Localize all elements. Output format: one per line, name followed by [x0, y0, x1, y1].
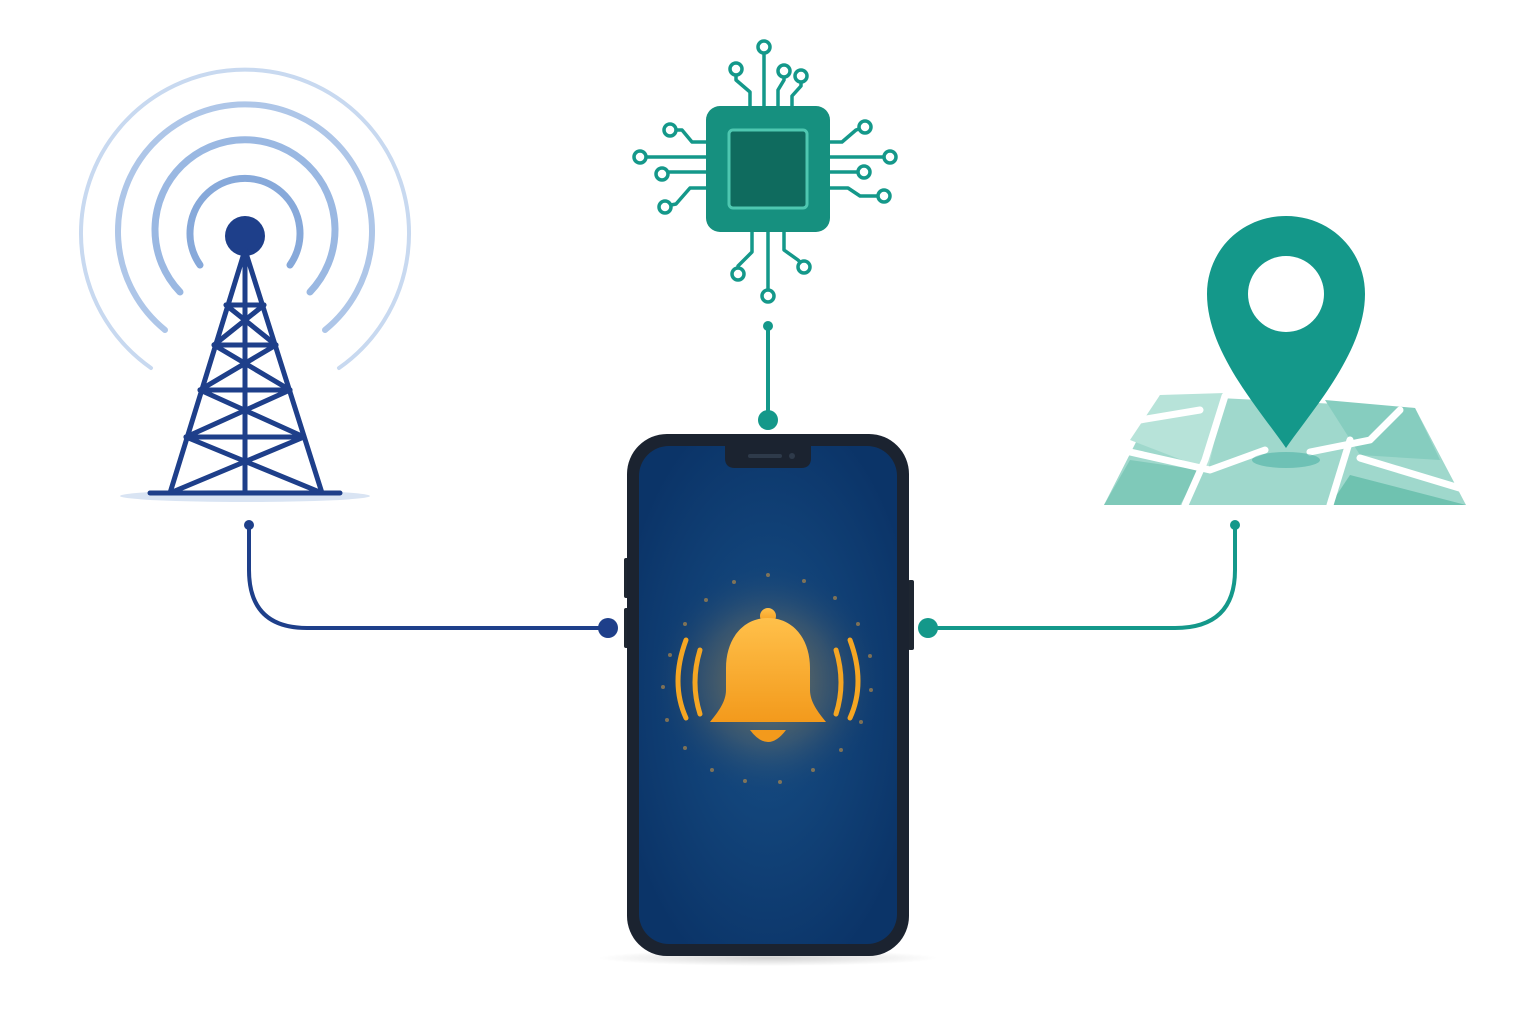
connector-tower-to-phone [247, 523, 610, 630]
map-icon [1104, 392, 1470, 509]
map-location-pin-icon [1104, 216, 1470, 509]
processor-chip-icon [632, 39, 898, 304]
connector-dot-chip-phone [758, 410, 778, 430]
connector-dot-tower-phone [598, 618, 618, 638]
signal-waves-icon [79, 67, 411, 370]
connector-dot-tower-top [244, 520, 254, 530]
connector-dot-chip-top [763, 321, 773, 331]
bell-ring-waves-icon [675, 637, 861, 721]
alert-bell-icon [648, 560, 888, 800]
connector-dot-location-top [1230, 520, 1240, 530]
connector-dot-location-phone [918, 618, 938, 638]
connector-location-to-phone [926, 523, 1237, 630]
cell-tower-icon [79, 67, 411, 502]
